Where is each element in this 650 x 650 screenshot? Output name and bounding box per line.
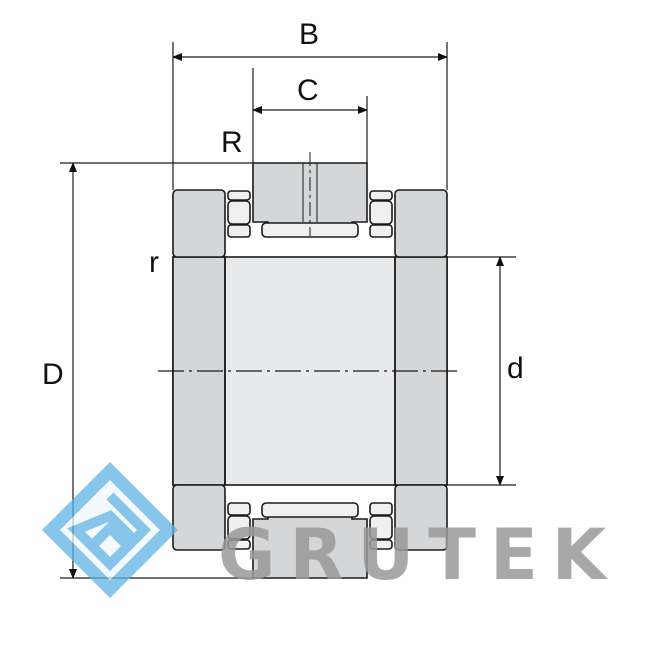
axial-rollers-right-bottom — [369, 502, 393, 550]
label-B: B — [299, 18, 319, 51]
axial-rollers-left-top — [227, 190, 251, 238]
axial-rollers-left-bottom — [227, 502, 251, 550]
outer-ring-right-bottom — [394, 484, 448, 551]
label-C: C — [297, 74, 319, 107]
label-D: D — [42, 358, 64, 391]
needle-roller-bottom — [261, 502, 359, 518]
label-d: d — [507, 352, 524, 385]
label-r: r — [149, 246, 159, 279]
outer-ring-left-top — [172, 189, 226, 258]
grutek-g-logo-icon — [42, 462, 178, 598]
outer-ring-right-top — [394, 189, 448, 258]
outer-ring-left-bottom — [172, 484, 226, 551]
watermark-text: GRUTEK — [218, 514, 620, 596]
label-R: R — [221, 126, 243, 159]
axial-rollers-right-top — [369, 190, 393, 238]
